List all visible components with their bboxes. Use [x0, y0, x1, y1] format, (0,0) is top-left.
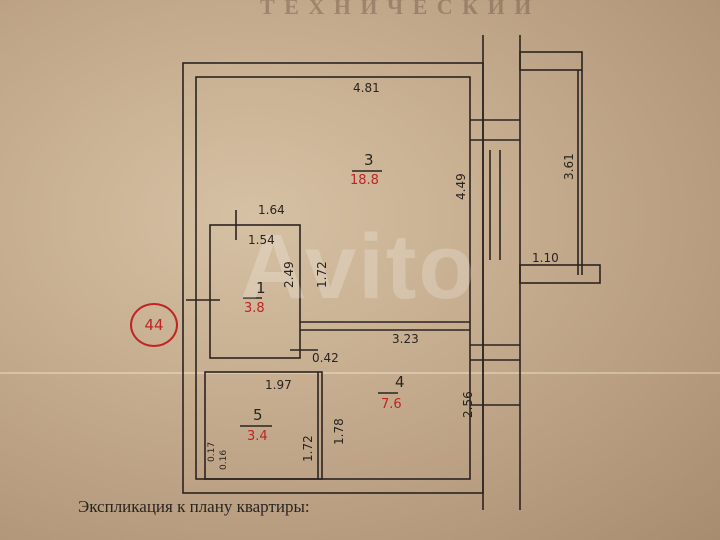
dim-balcony-length: 3.61	[562, 153, 576, 180]
apartment-number: 44	[144, 316, 164, 334]
inner-wall	[195, 76, 471, 480]
room-5-area: 3.4	[247, 429, 268, 444]
dim-small-b: 0.16	[219, 449, 229, 470]
dim-room4-right: 2.56	[461, 391, 475, 418]
watermark-text: Avito	[240, 216, 477, 318]
room-4-number: 4	[395, 373, 405, 391]
balcony-top	[519, 51, 583, 71]
room-1-number: 1	[256, 279, 266, 297]
paper-fold	[0, 372, 720, 374]
dim-small-a: 0.17	[207, 441, 217, 462]
room-3-area: 18.8	[350, 173, 379, 188]
dim-room4-left: 1.78	[332, 418, 346, 445]
room-1-area: 3.8	[244, 301, 265, 316]
dim-top-width: 4.81	[353, 81, 380, 95]
dim-gap: 0.42	[312, 351, 339, 365]
dim-room1-top-outer: 1.64	[258, 203, 285, 217]
explication-caption: Экспликация к плану квартиры:	[78, 497, 310, 516]
room-4-area: 7.6	[381, 397, 402, 412]
room-1-walls	[209, 224, 301, 359]
room-5-walls	[204, 371, 323, 480]
dim-room1-top-inner: 1.54	[248, 233, 275, 247]
dim-room4-top: 3.23	[392, 332, 419, 346]
apartment-number-stamp: 44	[130, 303, 178, 347]
room-3-number: 3	[364, 151, 374, 169]
dim-room1-right: 1.72	[315, 261, 329, 288]
room-5-number: 5	[253, 406, 263, 424]
dim-balcony-depth: 1.10	[532, 251, 559, 265]
dim-room1-left: 2.49	[282, 261, 296, 288]
balcony-bottom	[519, 264, 601, 284]
dim-room5-top: 1.97	[265, 378, 292, 392]
dim-room5-right: 1.72	[301, 435, 315, 462]
dim-right-outer: 4.49	[454, 173, 468, 200]
document-header: Т Е Х Н И Ч Е С К И Й	[260, 0, 534, 19]
